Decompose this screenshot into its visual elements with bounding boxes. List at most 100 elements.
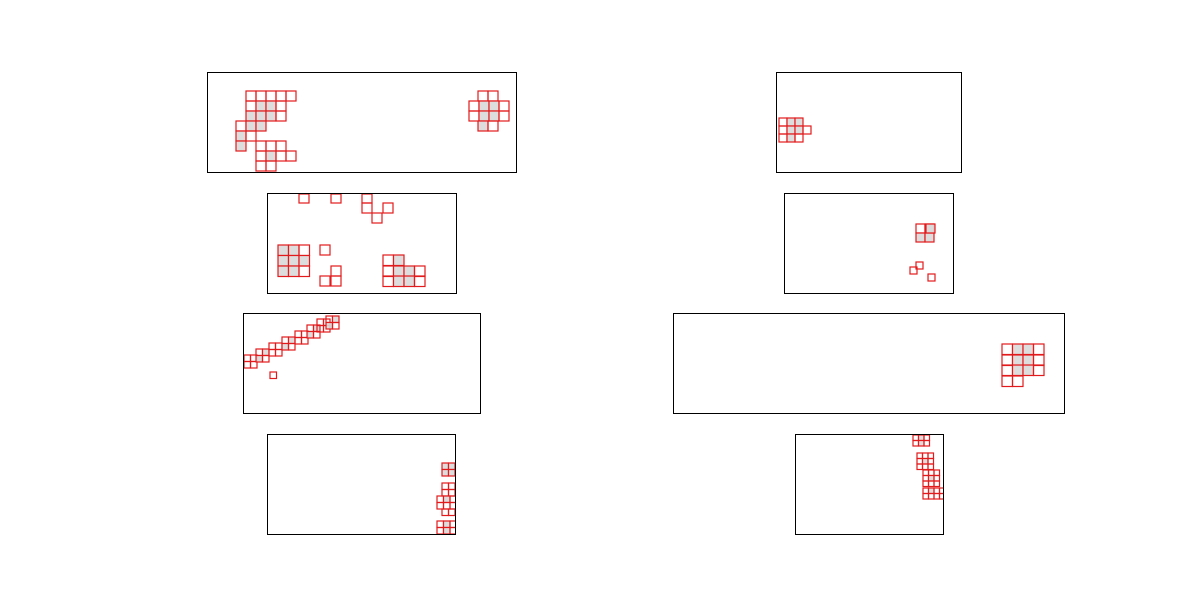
grid-cell bbox=[786, 133, 796, 143]
grid-cell bbox=[382, 202, 394, 214]
grid-cell bbox=[277, 244, 290, 257]
grid-cell bbox=[786, 117, 796, 127]
grid-cell bbox=[1032, 364, 1045, 377]
grid-cell bbox=[786, 125, 796, 135]
grid-cell bbox=[487, 90, 499, 102]
grid-cell bbox=[330, 275, 342, 287]
grid-cell bbox=[413, 265, 426, 278]
grid-cell bbox=[298, 194, 310, 204]
grid-cell bbox=[921, 463, 929, 471]
grid-cell bbox=[265, 160, 277, 172]
grid-cell bbox=[245, 130, 257, 142]
grid-cell bbox=[441, 468, 450, 477]
grid-cell bbox=[922, 487, 930, 495]
grid-cell bbox=[275, 150, 287, 162]
grid-cell bbox=[488, 110, 500, 122]
panel-left-4-grid bbox=[436, 462, 455, 534]
grid-cell bbox=[245, 100, 257, 112]
grid-cell bbox=[1001, 354, 1014, 367]
grid-cell bbox=[265, 140, 277, 152]
grid-cell bbox=[924, 232, 935, 243]
grid-cell bbox=[917, 435, 925, 442]
grid-cell bbox=[912, 439, 920, 447]
grid-cell bbox=[927, 463, 935, 471]
grid-cell bbox=[436, 495, 445, 504]
grid-cell bbox=[244, 360, 252, 369]
panel-left-2 bbox=[267, 193, 457, 294]
grid-cell bbox=[916, 452, 924, 460]
panel-right-2-grid bbox=[909, 223, 936, 282]
grid-cell bbox=[477, 120, 489, 132]
grid-cell bbox=[794, 133, 804, 143]
grid-cell bbox=[287, 265, 300, 278]
grid-cell bbox=[287, 254, 300, 267]
grid-cell bbox=[255, 110, 267, 122]
grid-cell bbox=[1022, 364, 1035, 377]
grid-cell bbox=[441, 482, 450, 491]
grid-cell bbox=[927, 474, 935, 482]
panel-right-4-grid bbox=[912, 435, 943, 500]
grid-cell bbox=[915, 261, 924, 270]
grid-cell bbox=[255, 160, 267, 172]
grid-cell bbox=[916, 463, 924, 471]
grid-cell bbox=[269, 371, 278, 380]
grid-cell bbox=[916, 457, 924, 465]
grid-cell bbox=[306, 330, 315, 339]
grid-cell bbox=[331, 321, 340, 330]
grid-cell bbox=[441, 508, 450, 517]
grid-cell bbox=[294, 336, 303, 345]
grid-cell bbox=[441, 488, 450, 497]
grid-cell bbox=[1001, 375, 1014, 388]
grid-cell bbox=[265, 100, 277, 112]
grid-cell bbox=[287, 342, 296, 351]
grid-cell bbox=[392, 254, 405, 267]
grid-cell bbox=[268, 348, 277, 357]
grid-cell bbox=[245, 90, 257, 102]
grid-cell bbox=[915, 223, 926, 234]
panel-right-1 bbox=[776, 72, 962, 173]
grid-cell bbox=[274, 348, 283, 357]
grid-cell bbox=[392, 275, 405, 288]
grid-cell bbox=[330, 194, 342, 204]
grid-cell bbox=[802, 125, 812, 135]
grid-cell bbox=[1022, 354, 1035, 367]
grid-cell bbox=[1032, 354, 1045, 367]
grid-cell bbox=[922, 492, 930, 500]
grid-cell bbox=[1001, 364, 1014, 377]
grid-cell bbox=[268, 342, 277, 351]
grid-cell bbox=[403, 265, 416, 278]
grid-cell bbox=[1011, 375, 1024, 388]
panel-right-3 bbox=[673, 313, 1065, 414]
panel-left-3 bbox=[243, 313, 481, 414]
grid-cell bbox=[294, 330, 303, 339]
panel-right-4 bbox=[795, 434, 944, 535]
panel-left-1-grid bbox=[235, 90, 510, 172]
grid-cell bbox=[927, 273, 936, 282]
grid-cell bbox=[923, 435, 931, 442]
grid-cell bbox=[933, 469, 941, 477]
grid-cell bbox=[235, 140, 247, 152]
grid-cell bbox=[245, 120, 257, 132]
grid-cell bbox=[436, 501, 445, 510]
grid-cell bbox=[1032, 343, 1045, 356]
grid-cell bbox=[778, 117, 788, 127]
grid-cell bbox=[255, 150, 267, 162]
grid-cell bbox=[249, 360, 258, 369]
grid-cell bbox=[923, 439, 931, 447]
grid-cell bbox=[403, 275, 416, 288]
grid-cell bbox=[927, 457, 935, 465]
grid-cell bbox=[468, 100, 480, 112]
panel-right-1-grid bbox=[778, 117, 812, 143]
grid-cell bbox=[447, 482, 455, 491]
grid-cell bbox=[927, 452, 935, 460]
grid-cell bbox=[275, 100, 287, 112]
grid-cell bbox=[382, 265, 395, 278]
grid-cell bbox=[371, 212, 383, 224]
grid-cell bbox=[298, 254, 311, 267]
grid-cell bbox=[933, 480, 941, 488]
grid-cell bbox=[1011, 343, 1024, 356]
grid-cell bbox=[382, 254, 395, 267]
grid-cell bbox=[1011, 364, 1024, 377]
grid-cell bbox=[275, 140, 287, 152]
grid-cell bbox=[922, 474, 930, 482]
